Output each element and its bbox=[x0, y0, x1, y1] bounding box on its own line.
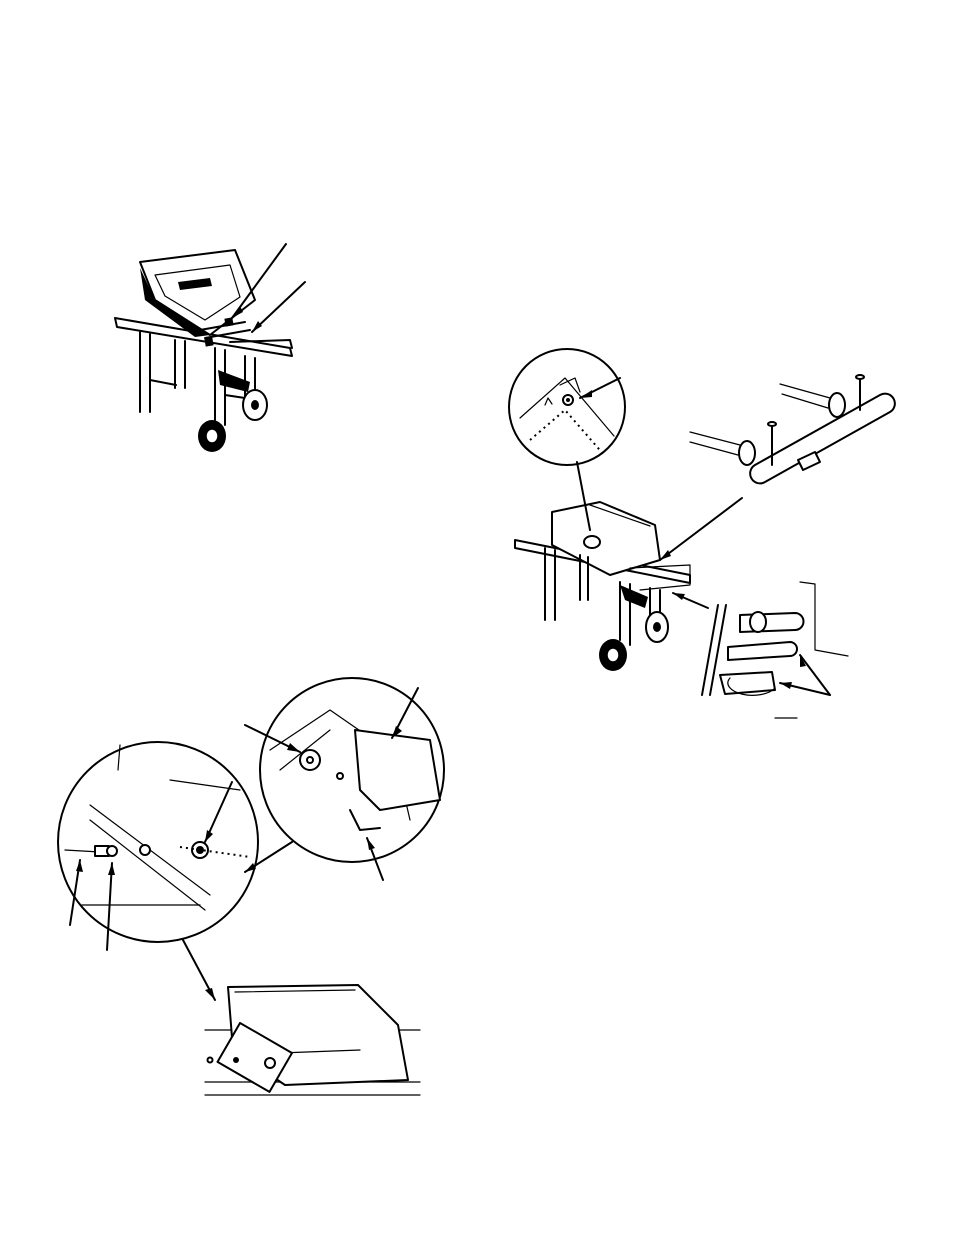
detail-circle-cookbox-edge bbox=[245, 678, 444, 880]
cookbox-on-rail bbox=[205, 985, 420, 1095]
detail-circle-bracket bbox=[58, 742, 258, 942]
